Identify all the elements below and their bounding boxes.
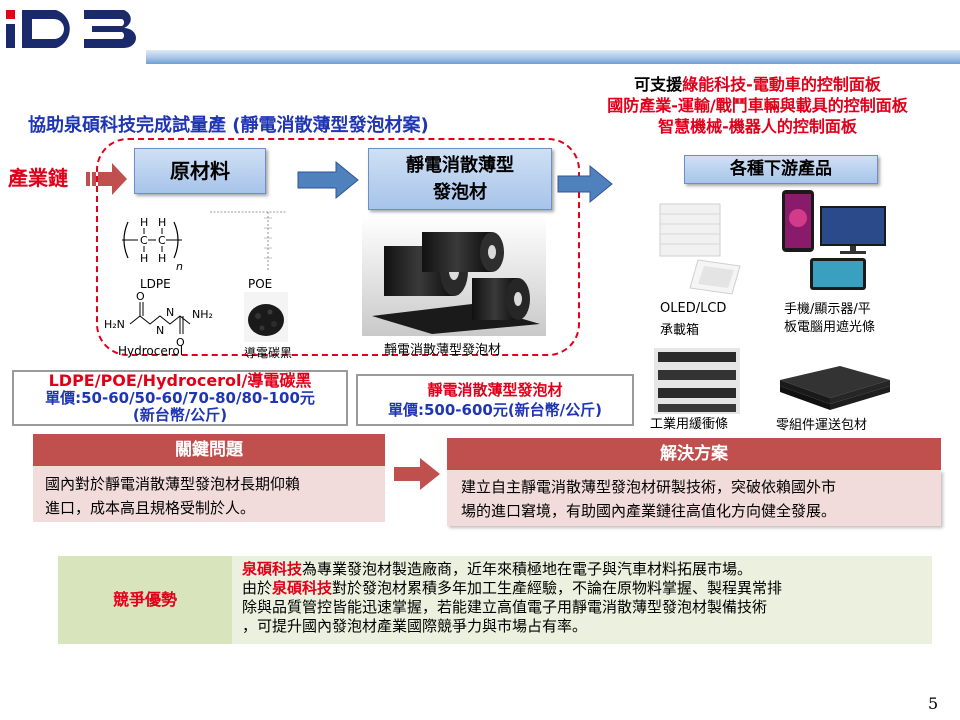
competitive-advantage-header: 競爭優勢 <box>58 556 232 644</box>
product-box-line1: 靜電消散薄型 <box>406 155 514 176</box>
advantage-line2: 對於發泡材累積多年加工生產經驗，不論在原物料掌握、製程異常排 <box>332 579 783 597</box>
product-box: 靜電消散薄型 發泡材 <box>368 148 552 210</box>
chem-h: H <box>140 216 148 229</box>
id3-logo <box>6 10 136 48</box>
key-issue-line1: 國內對於靜電消散薄型發泡材長期仰賴 <box>45 475 301 493</box>
application-defense: 國防產業-運輸/戰鬥車輛與載具的控制面板 <box>607 96 908 115</box>
downstream-item3: 工業用緩衝條 <box>650 417 729 432</box>
chain-arrow-icon <box>86 163 127 195</box>
advantage-line3: 除與品質管控皆能迅速掌握，若能建立高值電子用靜電消散薄型發泡材製備技術 <box>242 598 768 616</box>
application-ev: 綠能科技-電動車的控制面板 <box>682 75 881 94</box>
trial-production-outline <box>96 138 580 356</box>
downstream-item2-line1: 手機/顯示器/平 <box>784 302 871 317</box>
chem-n-subscript: n <box>176 260 183 273</box>
chem-n: N <box>166 306 174 319</box>
company-name: 泉碩科技 <box>272 579 333 597</box>
chem-h: H <box>158 216 166 229</box>
solution-line1: 建立自主靜電消散薄型發泡材研製技術，突破依賴國外市 <box>461 478 837 496</box>
downstream-item1-line1: OLED/LCD <box>660 301 727 316</box>
ldpe-label: LDPE <box>140 277 171 291</box>
solution-body: 建立自主靜電消散薄型發泡材研製技術，突破依賴國外市 場的進口窘境，有助國內產業鏈… <box>447 470 941 526</box>
chem-h: H <box>140 252 148 265</box>
advantage-line1: 為專業發泡材製造廠商，近年來積極地在電子與汽車材料拓展市場。 <box>302 560 753 578</box>
key-issue-header: 關鍵問題 <box>33 434 385 466</box>
raw-price-title: LDPE/POE/Hydrocerol/導電碳黑 <box>48 371 312 390</box>
header-bar <box>146 50 960 64</box>
ldpe-structure-diagram: H H C C H H n <box>122 216 183 273</box>
key-issue-line2: 進口，成本高且規格受制於人。 <box>45 499 256 517</box>
chem-h2n: H₂N <box>104 318 125 331</box>
arrow-to-downstream-icon <box>557 164 613 204</box>
advantage-line2-prefix: 由於 <box>242 579 273 597</box>
page-number: 5 <box>928 694 939 713</box>
product-price-value: 單價:500-600元(新台幣/公斤) <box>387 401 603 419</box>
key-issue-body: 國內對於靜電消散薄型發泡材長期仰賴 進口，成本高且規格受制於人。 <box>33 466 385 522</box>
chem-o: O <box>176 336 185 348</box>
applications-list: 可支援綠能科技-電動車的控制面板 國防產業-運輸/戰鬥車輛與載具的控制面板 智慧… <box>560 74 955 137</box>
solution-header: 解決方案 <box>447 438 941 470</box>
chem-o: O <box>136 292 145 303</box>
chem-c: C <box>158 234 166 247</box>
advantage-line4: ，可提升國內發泡材產業國際競爭力與市場占有率。 <box>242 617 588 635</box>
chem-nh2: NH₂ <box>192 308 213 321</box>
downstream-box: 各種下游產品 <box>684 155 878 184</box>
raw-price-line2: (新台幣/公斤) <box>132 406 228 424</box>
downstream-item2-line2: 板電腦用遮光條 <box>784 320 876 335</box>
hydrocerol-label: Hydrocerol <box>118 344 184 358</box>
carbon-black-image <box>244 292 288 342</box>
industrial-buffer-strip-image <box>654 348 740 414</box>
oled-lcd-carrier-image <box>652 200 744 296</box>
product-box-line2: 發泡材 <box>433 182 487 203</box>
chem-c: C <box>140 234 148 247</box>
competitive-advantage-body: 泉碩科技為專業發泡材製造廠商，近年來積極地在電子與汽車材料拓展市場。 由於泉碩科… <box>232 556 932 644</box>
product-price-box: 靜電消散薄型發泡材 單價:500-600元(新台幣/公斤) <box>356 374 634 426</box>
carbon-black-label: 導電碳黑 <box>244 346 293 360</box>
arrow-to-solution-icon <box>394 458 440 490</box>
foam-rolls-image <box>362 216 546 336</box>
downstream-item1-line2: 承載箱 <box>660 323 700 338</box>
chem-h: H <box>158 252 166 265</box>
component-packaging-image <box>776 346 894 414</box>
slide-subtitle: 協助泉碩科技完成試量產 (靜電消散薄型發泡材案) <box>28 115 429 136</box>
applications-lead: 可支援 <box>634 75 683 94</box>
poe-structure-diagram <box>210 211 286 272</box>
downstream-item4: 零組件運送包材 <box>776 418 868 433</box>
raw-material-price-box: LDPE/POE/Hydrocerol/導電碳黑 單價:50-60/50-60/… <box>12 370 348 426</box>
industry-chain-label: 產業鏈 <box>8 166 68 190</box>
chem-n: N <box>156 324 164 337</box>
poe-label: POE <box>248 277 273 291</box>
arrow-to-product-icon <box>297 160 359 200</box>
product-price-title: 靜電消散薄型發泡材 <box>427 381 563 399</box>
company-name: 泉碩科技 <box>242 560 303 578</box>
raw-price-line1: 單價:50-60/50-60/70-80/80-100元 <box>45 389 315 407</box>
foam-rolls-caption: 靜電消散薄型發泡材 <box>384 343 502 358</box>
phone-monitor-tablet-image <box>782 190 886 290</box>
raw-material-box: 原材料 <box>134 148 266 194</box>
application-robot: 智慧機械-機器人的控制面板 <box>658 117 857 136</box>
hydrocerol-structure-diagram: H₂N O N N O NH₂ <box>104 292 213 348</box>
solution-line2: 場的進口窘境，有助國內產業鏈往高值化方向健全發展。 <box>461 502 837 520</box>
